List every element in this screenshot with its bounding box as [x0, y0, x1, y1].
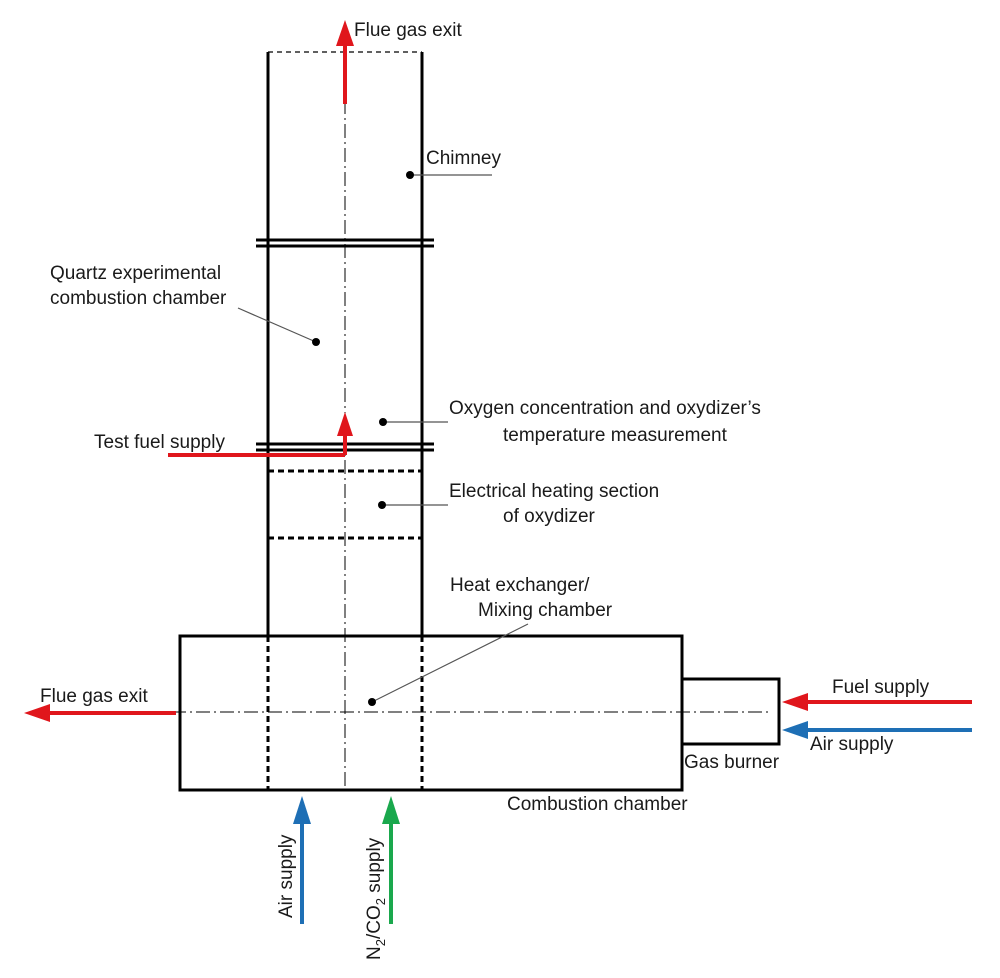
n2-co2-sub1: 2 [373, 939, 388, 946]
label-chimney: Chimney [426, 148, 501, 169]
label-quartz-chamber-line1: Quartz experimental [50, 263, 221, 284]
label-heating-line2: of oxydizer [503, 506, 596, 527]
label-oxygen-line2: temperature measurement [503, 425, 728, 446]
mixing-chamber-dashed-walls [266, 636, 424, 790]
label-heat-exchanger-line2: Mixing chamber [478, 600, 613, 621]
test-fuel-supply-arrow [168, 412, 353, 457]
leader-lines [237, 174, 529, 703]
leader-dots [312, 171, 414, 706]
label-air-supply-right: Air supply [810, 734, 894, 755]
label-oxygen-line1: Oxygen concentration and oxydizer’s [449, 398, 761, 419]
air-supply-right-arrow [782, 721, 972, 739]
label-flue-gas-exit-left: Flue gas exit [40, 686, 148, 707]
n2-co2-supply-arrow [382, 796, 400, 924]
label-flue-gas-exit-top: Flue gas exit [354, 20, 462, 41]
label-quartz-chamber-line2: combustion chamber [50, 288, 227, 309]
label-combustion-chamber: Combustion chamber [507, 794, 688, 815]
n2-co2-mid: /CO [364, 905, 385, 939]
flue-gas-exit-top-arrow [336, 20, 354, 104]
label-n2-co2-supply: N2/CO2 supply [364, 837, 388, 960]
n2-co2-rest: supply [364, 837, 385, 898]
label-heat-exchanger-line1: Heat exchanger/ [450, 575, 590, 596]
label-air-supply-bottom: Air supply [276, 834, 297, 918]
label-test-fuel-supply: Test fuel supply [94, 432, 225, 453]
label-heating-line1: Electrical heating section [449, 481, 659, 502]
label-gas-burner: Gas burner [684, 752, 780, 773]
n2-co2-sub2: 2 [373, 898, 388, 905]
heating-section-bounds [268, 469, 422, 540]
combustion-chamber-box [178, 634, 684, 792]
n2-co2-n: N [364, 946, 385, 960]
fuel-supply-arrow [782, 693, 972, 711]
label-fuel-supply: Fuel supply [832, 677, 930, 698]
flue-gas-exit-left-arrow [24, 704, 176, 722]
air-supply-bottom-arrow [293, 796, 311, 924]
